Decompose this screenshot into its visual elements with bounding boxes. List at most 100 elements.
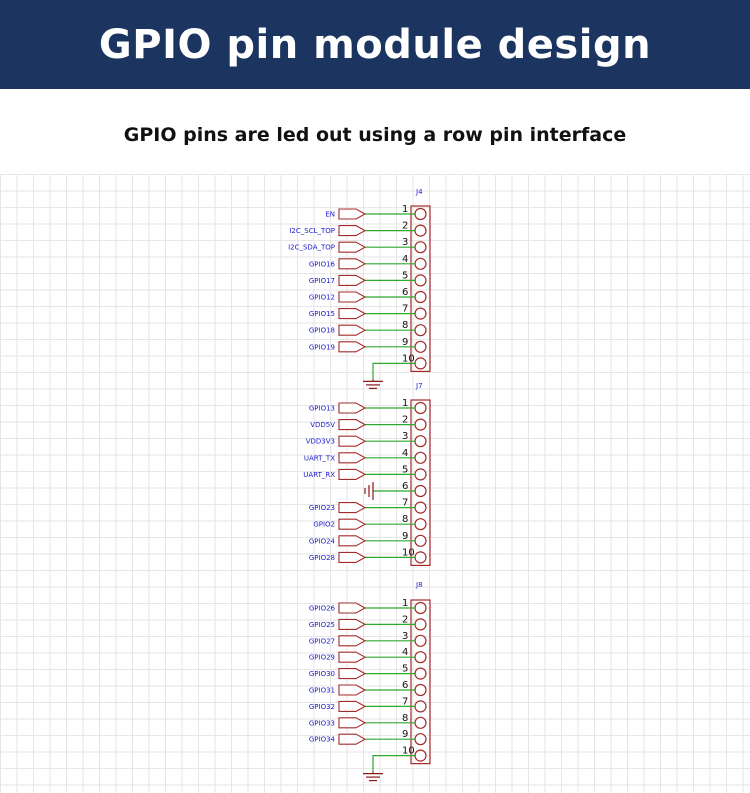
net-flag <box>338 651 367 663</box>
net-flag <box>338 419 367 431</box>
net-flag <box>338 308 367 320</box>
pin-number: 6 <box>402 287 408 298</box>
net-flag <box>338 274 367 286</box>
net-label: GPIO34 <box>309 736 336 744</box>
net-flag <box>338 341 367 353</box>
pin-circle <box>414 534 427 547</box>
net-flag <box>338 225 367 237</box>
pin-number: 10 <box>402 353 415 364</box>
pin-number: 6 <box>402 680 408 691</box>
pin-circle <box>414 435 427 448</box>
net-flag <box>338 551 367 563</box>
pin-circle <box>414 357 427 370</box>
connector-ref-label: J7 <box>415 382 423 390</box>
pin-number: 2 <box>402 221 408 232</box>
net-label: GPIO19 <box>309 343 335 351</box>
pin-number: 4 <box>402 647 408 658</box>
pin-number: 10 <box>402 547 415 558</box>
net-flag <box>338 602 367 614</box>
pin-number: 3 <box>402 631 408 642</box>
pin-number: 5 <box>402 270 408 281</box>
pin-number: 8 <box>402 320 408 331</box>
connector-ref-label: J4 <box>415 188 423 196</box>
net-label: GPIO33 <box>309 719 335 727</box>
pin-circle <box>414 340 427 353</box>
pin-circle <box>414 501 427 514</box>
net-label: GPIO13 <box>309 405 335 413</box>
pin-circle <box>414 518 427 531</box>
pin-number: 4 <box>402 254 408 265</box>
net-flag <box>338 684 367 696</box>
net-label: UART_TX <box>304 454 335 462</box>
net-label: GPIO25 <box>309 621 335 629</box>
connector-body <box>410 599 431 765</box>
net-label: UART_RX <box>303 471 335 479</box>
pin-circle <box>414 634 427 647</box>
pin-circle <box>414 468 427 481</box>
pin-number: 7 <box>402 498 408 509</box>
net-flag <box>338 535 367 547</box>
pin-circle <box>414 307 427 320</box>
net-label: GPIO12 <box>309 294 335 302</box>
pin-number: 9 <box>402 337 408 348</box>
pin-circle <box>414 618 427 631</box>
net-label: GPIO23 <box>309 504 335 512</box>
pin-number: 10 <box>402 746 415 757</box>
schematic-diagram: J41EN2I2C_SCL_TOP3I2C_SDA_TOP4GPIO165GPI… <box>288 188 431 782</box>
net-flag <box>338 717 367 729</box>
pin-number: 7 <box>402 304 408 315</box>
net-flag <box>338 635 367 647</box>
net-flag <box>338 700 367 712</box>
connector-body <box>410 399 431 566</box>
net-label: VDD3V3 <box>306 438 335 446</box>
connector-j8: J81GPIO262GPIO253GPIO274GPIO295GPIO306GP… <box>309 581 431 782</box>
pin-circle <box>414 451 427 464</box>
pin-circle <box>414 749 427 762</box>
net-label: GPIO24 <box>309 537 336 545</box>
pin-number: 9 <box>402 729 408 740</box>
net-flag <box>338 452 367 464</box>
pin-number: 6 <box>402 481 408 492</box>
net-label: GPIO15 <box>309 310 335 318</box>
pin-number: 1 <box>402 398 408 409</box>
pin-circle <box>414 601 427 615</box>
net-label: GPIO28 <box>309 554 335 562</box>
net-flag <box>338 241 367 253</box>
pin-circle <box>414 257 427 270</box>
net-flag <box>338 402 367 414</box>
pin-number: 9 <box>402 531 408 542</box>
net-flag <box>338 258 367 270</box>
pin-number: 8 <box>402 514 408 525</box>
net-label: I2C_SDA_TOP <box>288 244 335 252</box>
connector-j4: J41EN2I2C_SCL_TOP3I2C_SDA_TOP4GPIO165GPI… <box>288 188 431 389</box>
pin-number: 2 <box>402 415 408 426</box>
net-flag <box>338 733 367 745</box>
connector-ref-label: J8 <box>415 581 423 589</box>
net-flag <box>338 518 367 530</box>
wire <box>372 754 415 772</box>
pin-circle <box>414 551 427 564</box>
pin-circle <box>414 484 427 498</box>
pin-circle <box>414 290 427 304</box>
net-label: GPIO30 <box>309 670 335 678</box>
net-flag <box>338 468 367 480</box>
pin-circle <box>414 401 427 415</box>
net-label: GPIO32 <box>309 703 335 711</box>
connector-j7: J71GPIO132VDD5V3VDD3V34UART_TX5UART_RX67… <box>303 382 431 566</box>
pin-number: 1 <box>402 204 408 215</box>
pin-circle <box>414 683 427 697</box>
pin-circle <box>414 274 427 287</box>
pin-circle <box>414 207 427 221</box>
pin-circle <box>414 700 427 713</box>
net-label: GPIO29 <box>309 654 335 662</box>
net-label: GPIO2 <box>313 521 335 529</box>
net-label: I2C_SCL_TOP <box>289 227 335 235</box>
net-label: EN <box>325 211 335 219</box>
net-flag <box>338 291 367 303</box>
header-banner: GPIO pin module design <box>0 0 750 89</box>
net-label: GPIO26 <box>309 605 336 613</box>
pin-circle <box>414 224 427 237</box>
pin-circle <box>414 241 427 254</box>
pin-number: 3 <box>402 431 408 442</box>
pin-number: 5 <box>402 464 408 475</box>
